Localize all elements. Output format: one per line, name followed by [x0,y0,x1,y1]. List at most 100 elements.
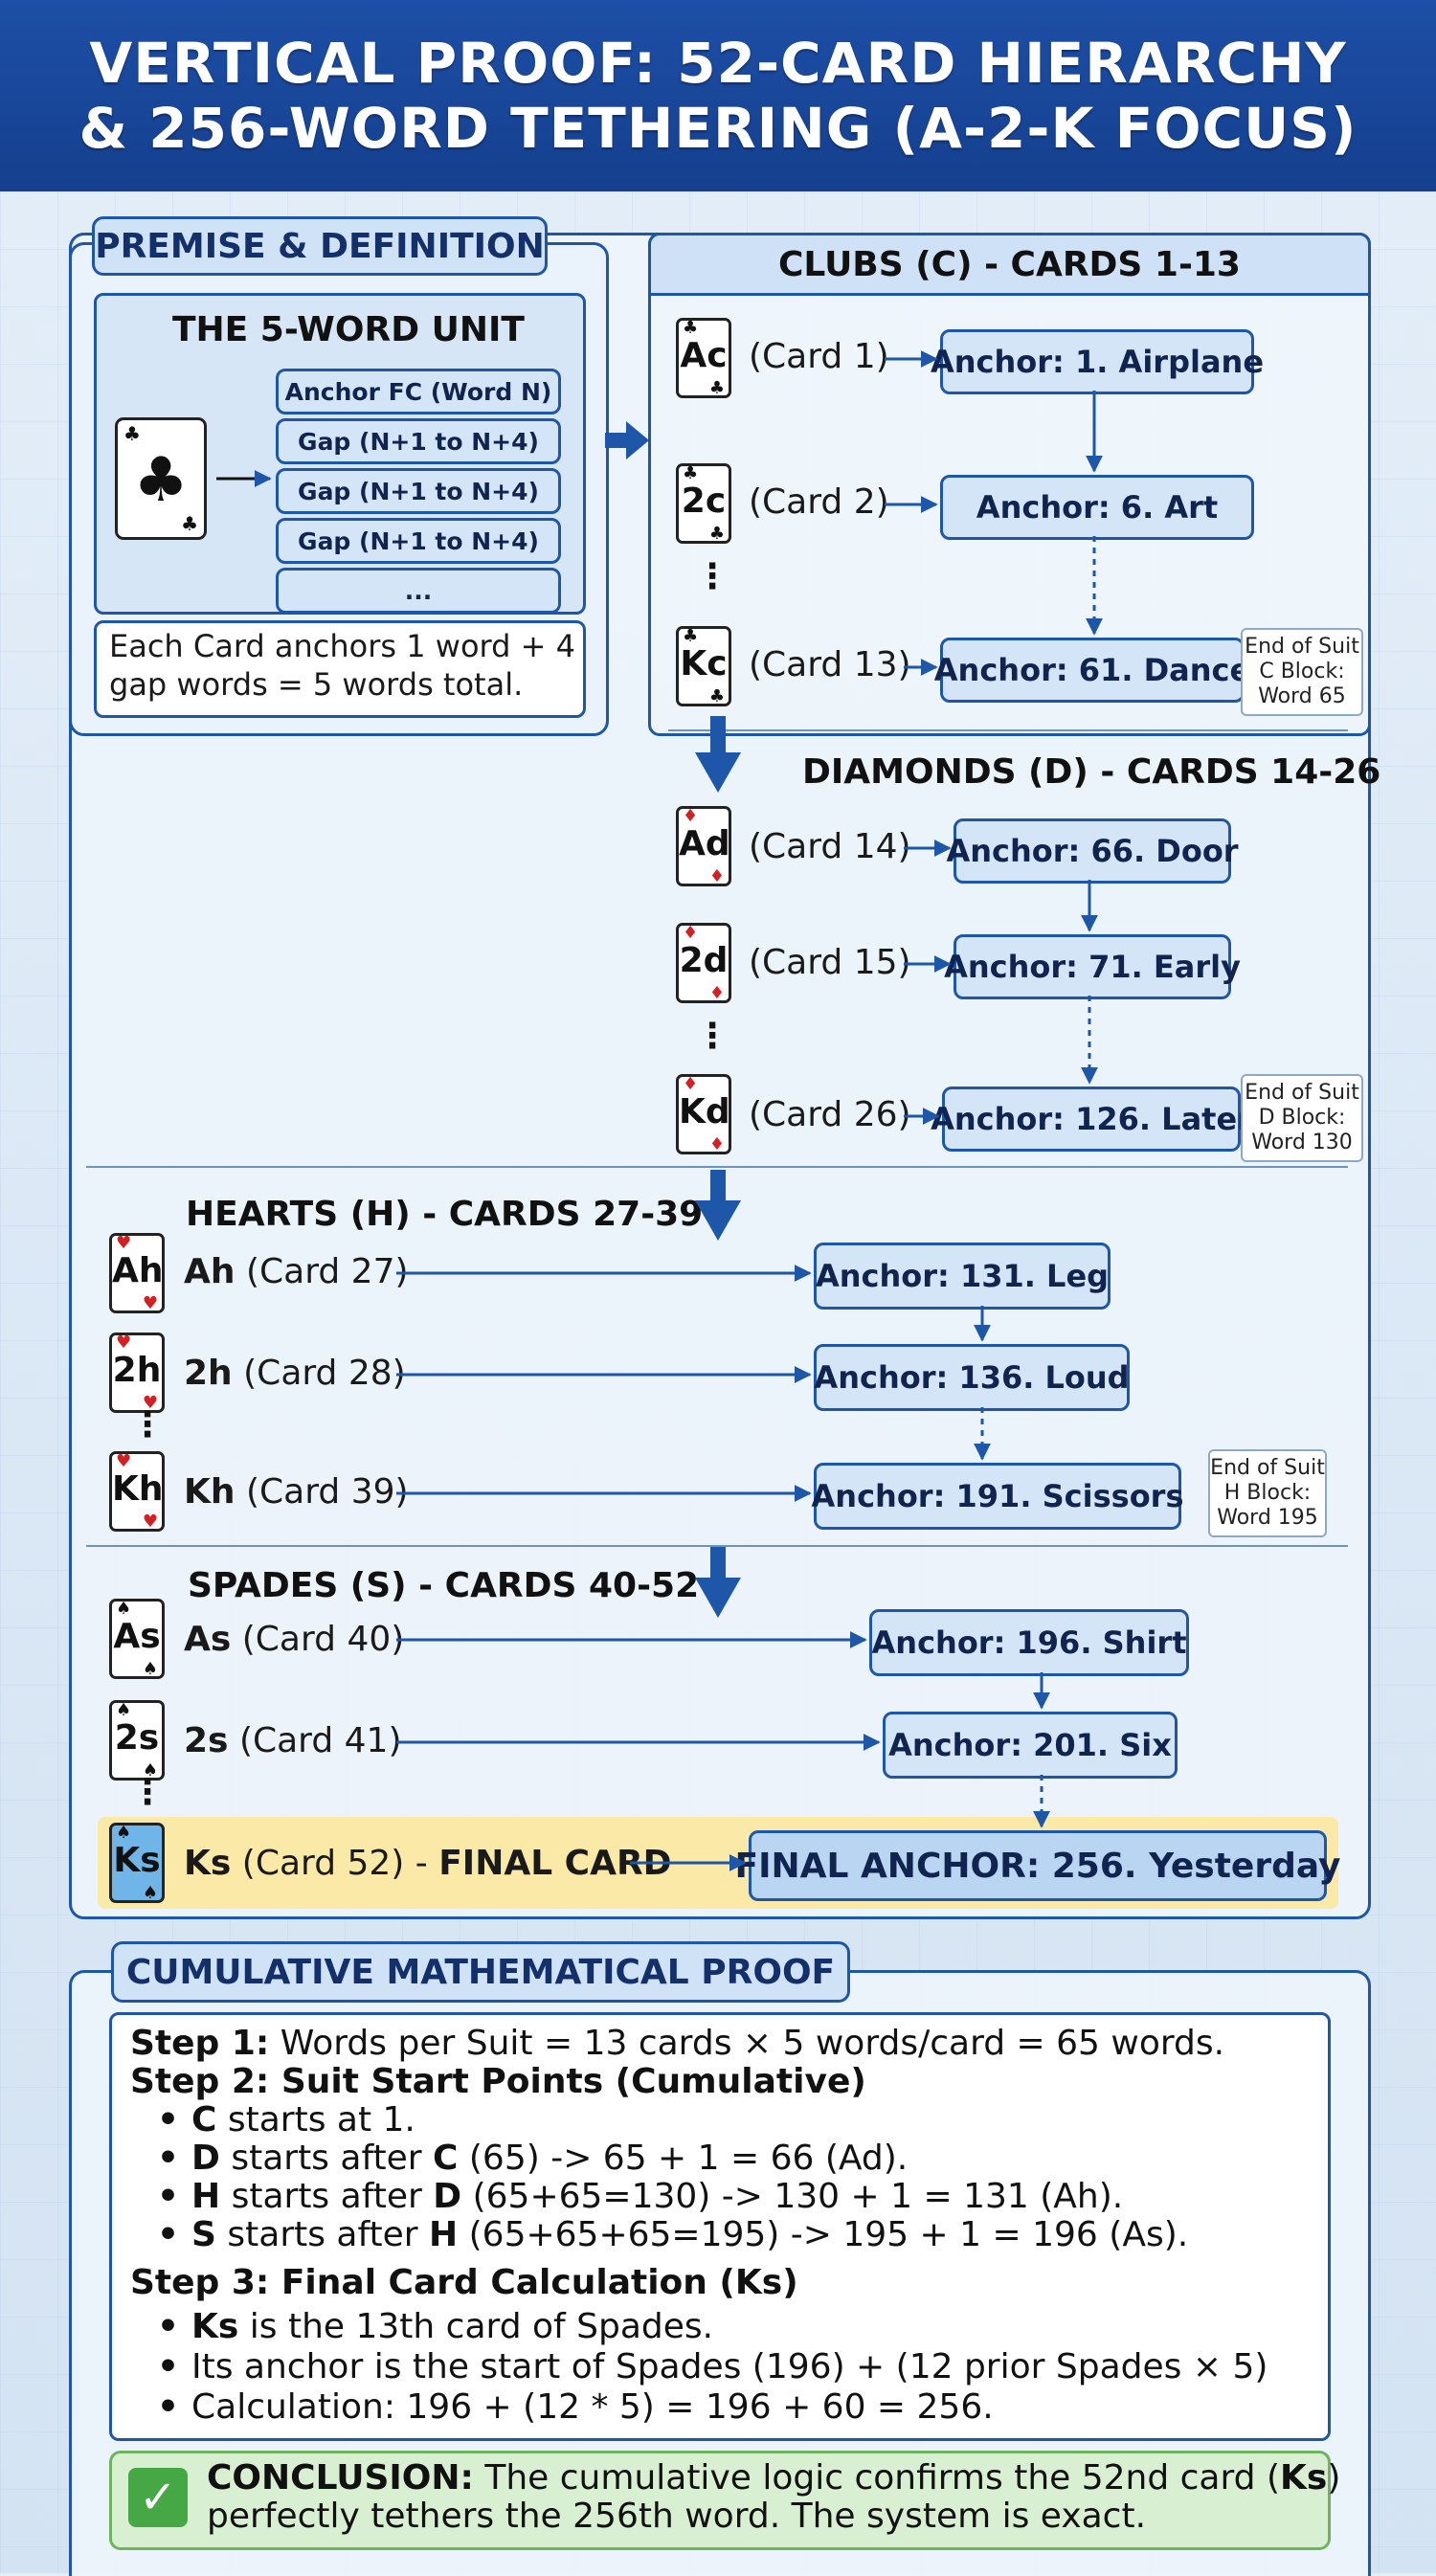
club-icon: ♣ [683,318,699,338]
anchor-box: Anchor: 136. Loud [814,1344,1130,1411]
card-rank: Ks [113,1841,161,1880]
spade-icon: ♠ [142,1760,158,1781]
hearts-header: HEARTS (H) - CARDS 27-39 [186,1195,704,1234]
anchor-box: Anchor: 201. Six [883,1712,1178,1779]
card-2s: ♠ 2s ♠ [109,1700,165,1781]
unit-title: THE 5-WORD UNIT [172,310,525,349]
proof-bullet: S starts after H (65+65+65=195) -> 195 +… [157,2215,1188,2254]
end-of-suit-note: End of Suit C Block: Word 65 [1241,628,1363,716]
diamond-icon: ♦ [683,923,699,943]
section-divider [86,1166,1348,1168]
card-label: (Card 13) [749,645,911,684]
final-card-label: Ks (Card 52) - FINAL CARD [184,1844,672,1883]
unit-row-anchor: Anchor FC (Word N) [276,369,561,414]
card-label: (Card 26) [749,1095,911,1134]
card-ah: ♥ Ah ♥ [109,1233,165,1313]
heart-icon: ♥ [142,1393,158,1413]
spade-icon: ♠ [116,1823,132,1843]
card-2h: ♥ 2h ♥ [109,1333,165,1413]
check-icon: ✓ [128,2468,188,2527]
card-kh: ♥ Kh ♥ [109,1451,165,1532]
card-label: Kh (Card 39) [184,1472,409,1512]
heart-icon: ♥ [142,1293,158,1313]
proof-bullet: C starts at 1. [157,2100,415,2139]
card-rank: As [113,1617,161,1656]
conclusion-line-1: CONCLUSION: The cumulative logic confirm… [207,2458,1341,2498]
card-ac: ♣ Ac ♣ [676,318,731,398]
proof-bullet: Its anchor is the start of Spades (196) … [157,2347,1268,2386]
diamonds-header: DIAMONDS (D) - CARDS 14-26 [802,752,1381,792]
title-line-2: & 256-WORD TETHERING (A-2-K FOCUS) [79,96,1357,161]
premise-label: PREMISE & DEFINITION [92,216,548,276]
card-rank: Kh [112,1469,164,1509]
card-rank: 2h [112,1351,162,1390]
card-label: 2h (Card 28) [184,1354,406,1393]
card-rank: Ac [680,336,728,375]
conclusion-box [109,2451,1331,2550]
card-rank: 2d [679,941,729,980]
card-as: ♠ As ♠ [109,1599,165,1679]
card-rank: 2c [681,482,727,521]
heart-icon: ♥ [116,1333,132,1353]
anchor-box: Anchor: 71. Early [944,934,1241,999]
proof-step-1: Step 1: Words per Suit = 13 cards × 5 wo… [130,2024,1225,2063]
club-icon: ♣ [683,626,699,646]
diamond-icon: ♦ [683,806,699,826]
spades-header: SPADES (S) - CARDS 40-52 [188,1566,700,1605]
card-2d: ♦ 2d ♦ [676,923,731,1003]
proof-label: CUMULATIVE MATHEMATICAL PROOF [111,1941,850,2003]
diamond-icon: ♦ [708,866,725,886]
unit-row-gap: Gap (N+1 to N+4) [276,518,561,564]
unit-desc-line-1: Each Card anchors 1 word + 4 [109,628,575,664]
ellipsis-dots: ⋮ [130,1405,165,1445]
spade-icon: ♠ [142,1659,158,1679]
heart-icon: ♥ [142,1512,158,1532]
end-of-suit-note: End of Suit H Block: Word 195 [1208,1449,1327,1537]
anchor-box: Anchor: 6. Art [940,475,1254,540]
final-anchor-box: FINAL ANCHOR: 256. Yesterday [735,1830,1341,1901]
ellipsis-dots: ⋮ [130,1773,165,1812]
spade-icon: ♠ [142,1883,158,1903]
card-label: 2s (Card 41) [184,1721,402,1760]
proof-step-2: Step 2: Suit Start Points (Cumulative) [130,2062,866,2101]
anchor-box: Anchor: 1. Airplane [931,329,1264,394]
card-label: (Card 15) [749,943,911,982]
anchor-box: Anchor: 131. Leg [814,1243,1111,1310]
card-rank: Ah [112,1251,164,1290]
title-line-1: VERTICAL PROOF: 52-CARD HIERARCHY [89,31,1347,96]
anchor-box: Anchor: 66. Door [946,818,1239,884]
card-ad: ♦ Ad ♦ [676,806,731,886]
anchor-box: Anchor: 196. Shirt [869,1609,1189,1676]
card-ks: ♠ Ks ♠ [109,1823,165,1903]
card-kc: ♣ Kc ♣ [676,626,731,706]
card-label: (Card 1) [749,337,889,376]
clubs-header: CLUBS (C) - CARDS 1-13 [648,233,1371,296]
club-icon: ♣ [133,445,189,516]
spade-icon: ♠ [116,1599,132,1619]
club-icon: ♣ [708,686,725,706]
club-icon: ♣ [708,524,725,544]
title-banner: VERTICAL PROOF: 52-CARD HIERARCHY & 256-… [0,0,1436,191]
conclusion-line-2: perfectly tethers the 256th word. The sy… [207,2497,1147,2536]
proof-bullet: Ks is the 13th card of Spades. [157,2307,713,2346]
diamond-icon: ♦ [708,983,725,1003]
unit-card: ♣ ♣ ♣ [115,417,207,540]
club-small-icon: ♣ [181,512,198,535]
proof-bullet: H starts after D (65+65=130) -> 130 + 1 … [157,2177,1123,2216]
card-rank: Kd [679,1092,730,1131]
club-icon: ♣ [683,463,699,483]
ellipsis-dots: ⋮ [695,557,729,596]
spade-icon: ♠ [116,1700,132,1720]
end-of-suit-note: End of Suit D Block: Word 130 [1241,1074,1363,1162]
card-rank: Kc [680,644,728,683]
card-label: (Card 14) [749,827,911,866]
heart-icon: ♥ [116,1451,132,1471]
card-label: (Card 2) [749,482,889,522]
anchor-box: Anchor: 61. Dance [934,638,1250,703]
card-kd: ♦ Kd ♦ [676,1074,731,1154]
proof-step-3: Step 3: Final Card Calculation (Ks) [130,2263,798,2302]
section-divider [668,729,1348,731]
club-small-icon: ♣ [123,422,141,445]
proof-bullet: D starts after C (65) -> 65 + 1 = 66 (Ad… [157,2139,908,2178]
anchor-box: Anchor: 126. Later [931,1086,1252,1152]
